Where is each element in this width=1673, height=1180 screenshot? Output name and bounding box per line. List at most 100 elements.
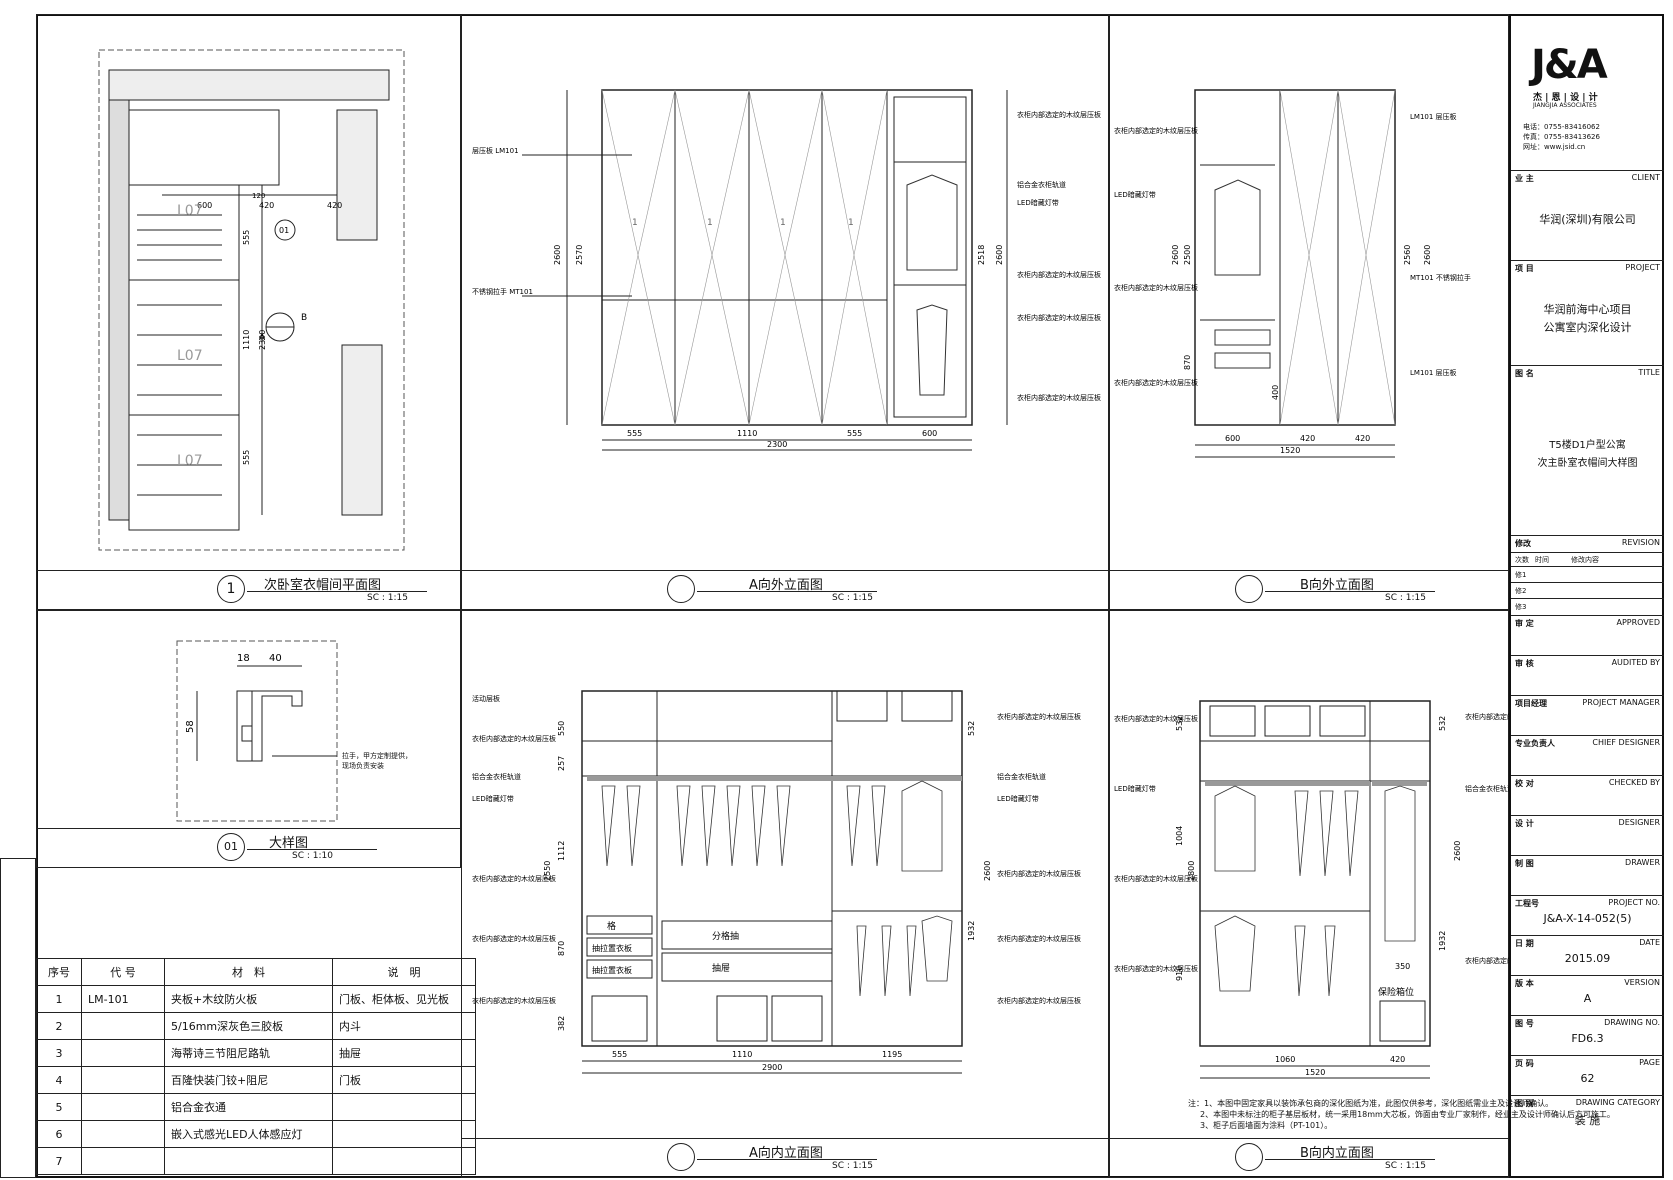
callout-left: 衣柜内部选定的木纹层压板 <box>472 934 556 943</box>
detail-caption: 01 大样图 SC : 1:10 <box>37 828 460 867</box>
drawing-number: 01 <box>217 833 245 861</box>
drawing-title: 大样图 <box>269 836 309 851</box>
dim-label: 555 <box>627 429 642 438</box>
elevation-tag: L07 <box>177 203 203 219</box>
dim-label: 382 <box>557 1016 566 1031</box>
dim-label: 1195 <box>882 1050 902 1059</box>
dim-label: 350 <box>1395 962 1410 971</box>
contact-web: 网址：www.jsid.cn <box>1523 143 1586 151</box>
callout-right: 衣柜内部选定的木纹层压板 <box>1017 393 1101 402</box>
drawing-title: A向外立面图 <box>749 578 823 593</box>
callout-right: 铝合金衣柜轨道 <box>1017 180 1066 189</box>
dim-total: 1520 <box>1305 1068 1325 1077</box>
callout-left: 衣柜内部选定的木纹层压板 <box>1114 378 1198 387</box>
sheet-subtitle: 次主卧室衣帽间大样图 <box>1537 458 1638 469</box>
callout-right: 铝合金衣柜轨道 <box>997 772 1046 781</box>
logo-english: JIANGJIA ASSOCIATES <box>1533 102 1597 109</box>
dim-label: 420 <box>1300 434 1315 443</box>
drawer-label: 抽拉置衣板 <box>592 943 632 953</box>
callout-right: 衣柜内部选定的木纹层压板 <box>997 934 1081 943</box>
dim-label: 600 <box>1225 434 1240 443</box>
callout-left: 衣柜内部选定的木纹层压板 <box>472 996 556 1005</box>
dim-label: 2600 <box>553 245 562 265</box>
svg-text:1: 1 <box>707 218 713 228</box>
dim-label: 420 <box>1355 434 1370 443</box>
callout-right: 铝合金衣柜轨道 <box>1465 784 1510 793</box>
dim-total: 2900 <box>762 1063 782 1072</box>
elevation-tag: L07 <box>177 348 203 364</box>
a-outer-caption: A向外立面图 SC : 1:15 <box>462 570 1108 609</box>
dim-label: 420 <box>1390 1055 1405 1064</box>
drawing-date: 2015.09 <box>1564 952 1611 965</box>
callout-left: 活动层板 <box>472 694 500 703</box>
drawing-title: 次卧室衣帽间平面图 <box>264 578 382 593</box>
plan-dim: 420 <box>259 201 274 210</box>
dim-label: 2600 <box>1423 245 1432 265</box>
callout-right: 衣柜内部选定的木纹层压板 <box>1017 270 1101 279</box>
dim-label: 1110 <box>737 429 757 438</box>
b-outer-caption: B向外立面图 SC : 1:15 <box>1110 570 1508 609</box>
dim-label: 555 <box>847 429 862 438</box>
callout-right: 衣柜内部选定的木纹层压板 <box>997 712 1081 721</box>
callout-left: 衣柜内部选定的木纹层压板 <box>472 874 556 883</box>
dim-label: 2600 <box>1171 245 1180 265</box>
dim-label: 550 <box>557 721 566 736</box>
plan-caption: 1 次卧室衣帽间平面图 SC : 1:15 <box>37 570 460 609</box>
callout-right: 衣柜内部选定的木纹层压板 <box>1017 313 1101 322</box>
b-inner-elevation-panel: 保险箱位 350 1060 420 1520 532 1004 910 2800… <box>1109 610 1510 1178</box>
drawer-label: 抽屉 <box>712 962 730 974</box>
dim-label: 1004 <box>1175 826 1184 846</box>
project-subtitle: 公寓室内深化设计 <box>1543 321 1632 334</box>
dim-label: 58 <box>185 720 196 733</box>
dim-label: 870 <box>557 941 566 956</box>
b-outer-elevation-panel: 600 420 420 1520 2600 2500 870 400 2560 … <box>1109 14 1509 610</box>
dim-label: 18 <box>237 653 250 664</box>
plan-panel: 600 420 420 555 1110 2300 555 120 B A 01… <box>36 14 461 610</box>
project-name: 华润前海中心项目 <box>1543 303 1632 316</box>
dim-label: 2600 <box>995 245 1004 265</box>
callout-right: 衣柜内部选定的木纹层压板 <box>997 996 1081 1005</box>
dim-label: 1932 <box>967 921 976 941</box>
section-mark-a: A <box>259 333 266 343</box>
callout-left: LED暗藏灯带 <box>472 794 514 803</box>
dim-total: 2300 <box>767 440 787 449</box>
callout-right: 衣柜内部选定的木纹层压板 <box>1465 712 1510 721</box>
binding-strip <box>0 858 36 1178</box>
callout-left: 不锈钢拉手 MT101 <box>472 287 533 296</box>
plan-dim: 600 <box>197 201 212 210</box>
callout-left: 衣柜内部选定的木纹层压板 <box>472 734 556 743</box>
callout-right: LM101 层压板 <box>1410 368 1457 377</box>
callout-right: 衣柜内部选定的木纹层压板 <box>997 869 1081 878</box>
safe-label: 保险箱位 <box>1378 986 1414 998</box>
callout-right: LED暗藏灯带 <box>1017 198 1059 207</box>
dim-total: 1520 <box>1280 446 1300 455</box>
a-inner-caption: A向内立面图 SC : 1:15 <box>462 1138 1108 1177</box>
plan-dim: 1110 <box>242 330 251 350</box>
svg-text:1: 1 <box>780 218 786 228</box>
drawing-scale: SC : 1:15 <box>832 593 873 603</box>
callout-right: 衣柜内部选定的木纹层压板 <box>1465 956 1510 965</box>
sheet-title: T5楼D1户型公寓 <box>1549 440 1626 451</box>
callout-left: 铝合金衣柜轨道 <box>472 772 521 781</box>
drawer-label: 分格抽 <box>712 930 739 942</box>
callout-left: 层压板 LM101 <box>472 146 519 155</box>
drawing-category: 装 施 <box>1574 1114 1601 1127</box>
svg-text:1: 1 <box>632 218 638 228</box>
drawing-number-value: FD6.3 <box>1571 1032 1604 1045</box>
drawing-scale: SC : 1:15 <box>1385 593 1426 603</box>
